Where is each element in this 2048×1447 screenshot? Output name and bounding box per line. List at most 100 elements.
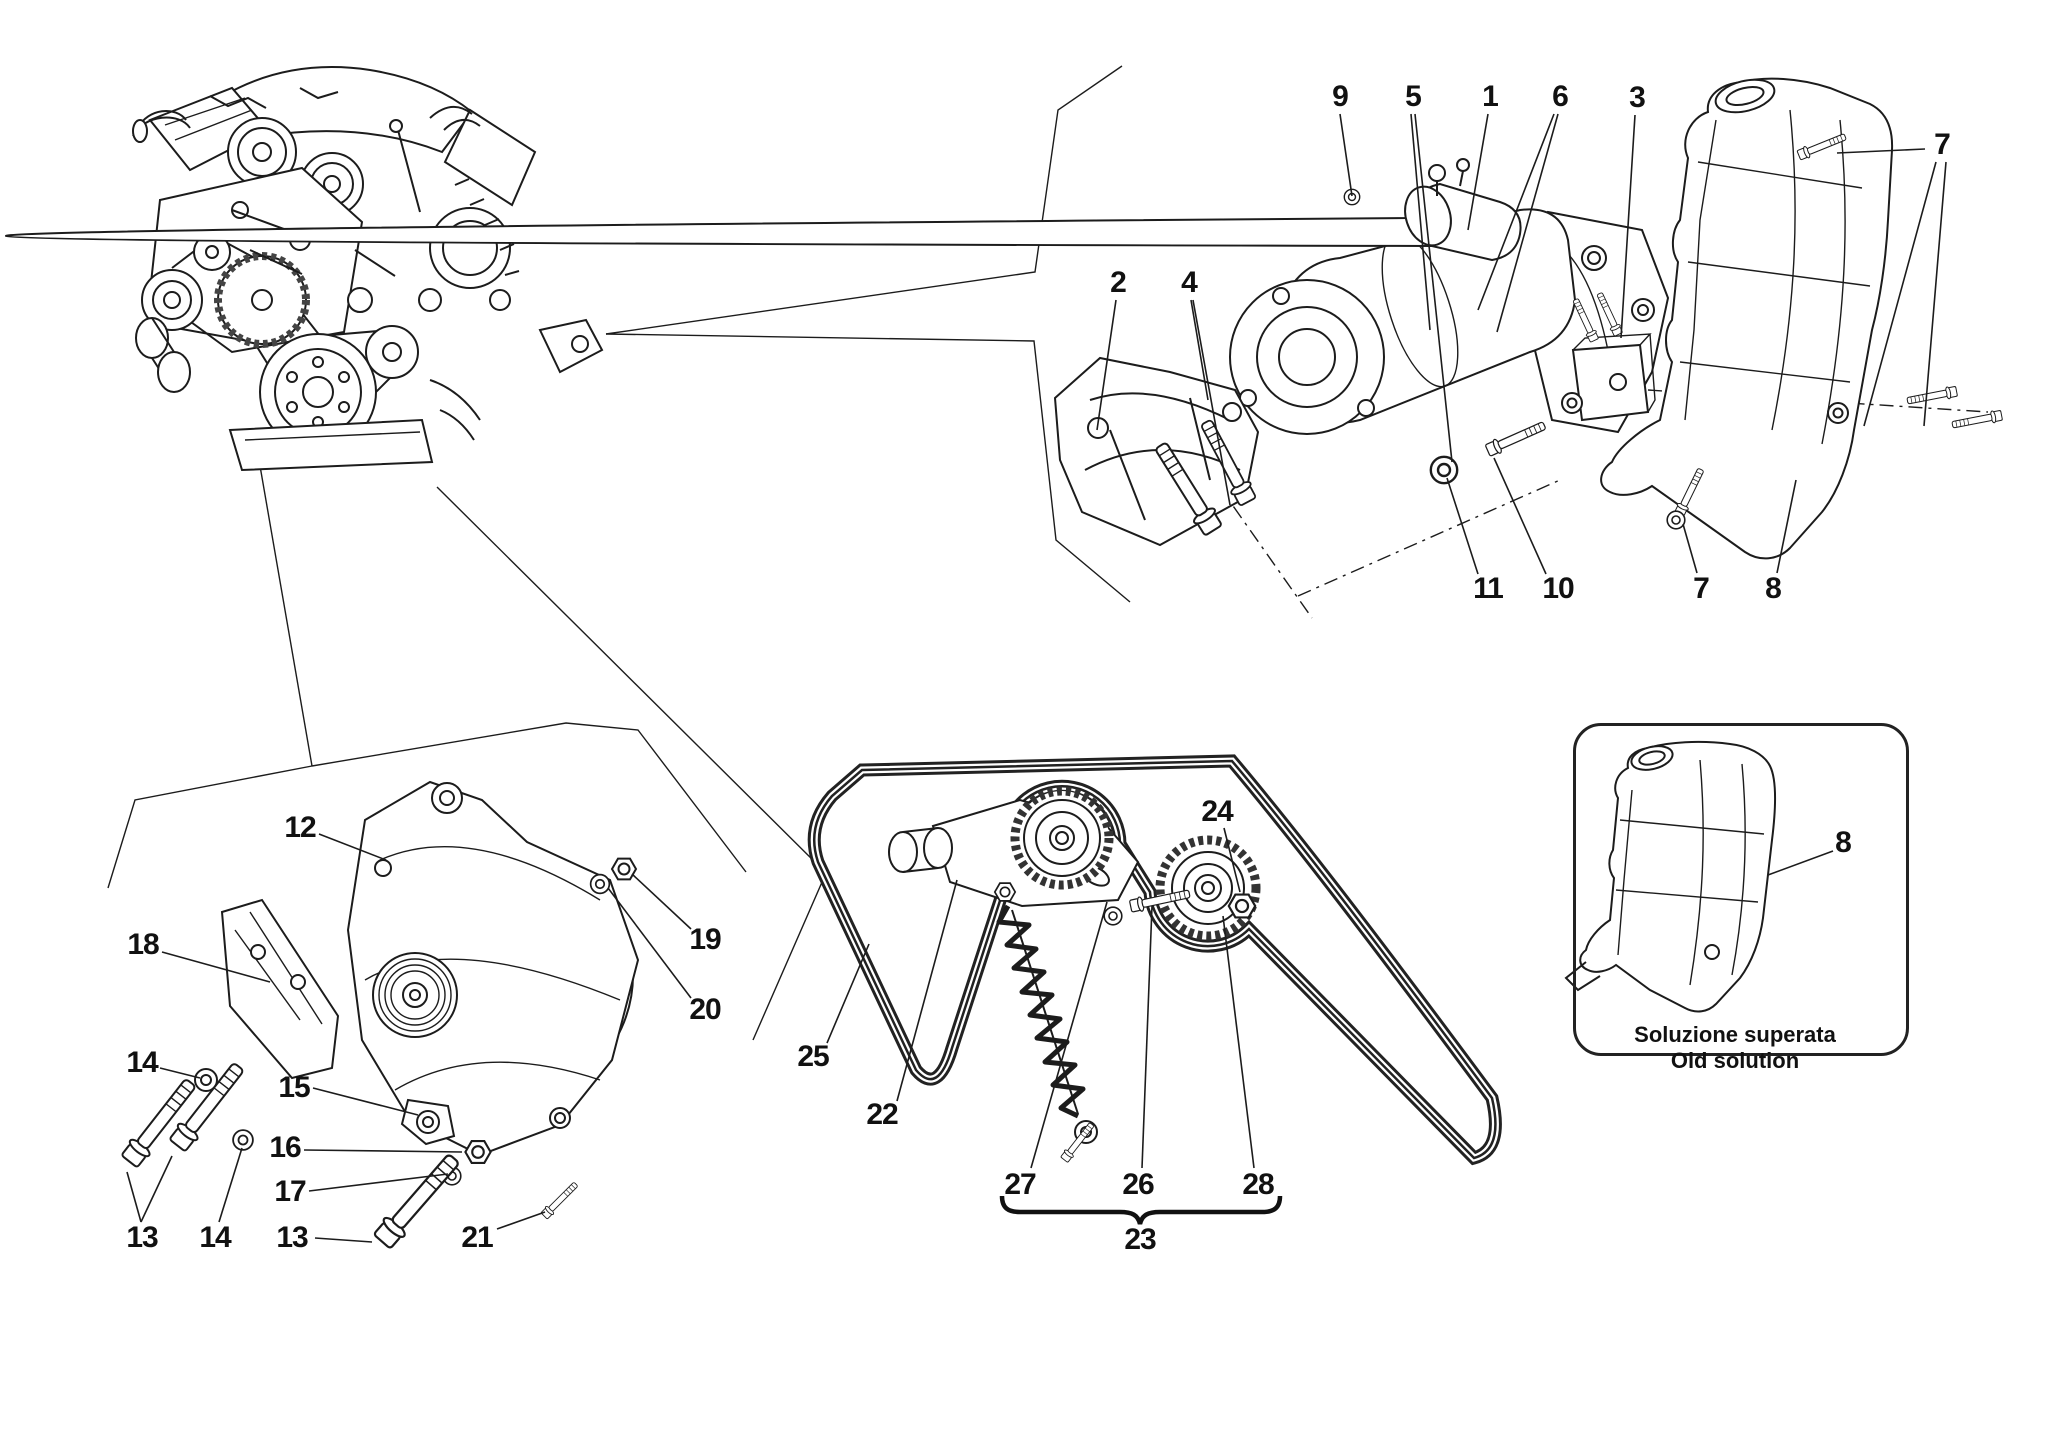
callout-2: 2 — [1110, 266, 1127, 299]
leader-13b — [314, 1237, 373, 1243]
leader-6 — [1496, 113, 1559, 333]
leader-3 — [1620, 114, 1636, 339]
leader-7t — [1836, 148, 1926, 154]
leader-7t — [1923, 161, 1947, 427]
bolt-10 — [1484, 417, 1548, 459]
leader-8b — [1776, 479, 1797, 574]
callout-22: 22 — [866, 1098, 898, 1131]
callout-7b: 7 — [1693, 572, 1710, 605]
callout-6: 6 — [1552, 80, 1569, 113]
callout-15: 15 — [278, 1071, 310, 1104]
caption-line-english: Old solution — [1670, 1047, 1800, 1073]
callout-27: 27 — [1004, 1168, 1036, 1201]
old-solution-caption: Soluzione superata Old solution — [1595, 1022, 1875, 1074]
callout-3: 3 — [1629, 81, 1646, 114]
nut-24 — [1227, 893, 1257, 919]
leader-5 — [1414, 113, 1453, 463]
serpentine-belt-25 — [807, 754, 1502, 1166]
leader-1 — [1467, 113, 1489, 231]
leader-27 — [1030, 901, 1108, 1169]
leader-24 — [1223, 827, 1241, 893]
leader-14b — [218, 1147, 243, 1223]
washer-11 — [1429, 455, 1459, 485]
callout-19: 19 — [689, 923, 721, 956]
nut-19 — [611, 857, 637, 881]
callout-18: 18 — [127, 928, 159, 961]
leader-15 — [312, 1087, 419, 1116]
leader-lines — [126, 113, 1947, 1243]
callout-9: 9 — [1332, 80, 1349, 113]
callout-28: 28 — [1242, 1168, 1274, 1201]
leader-11 — [1446, 477, 1479, 575]
brace-23 — [999, 1195, 1283, 1225]
leader-20 — [607, 887, 692, 999]
leader-17 — [308, 1173, 449, 1192]
tab-15 — [400, 1098, 456, 1146]
leader-8x — [1767, 850, 1834, 876]
idler-pulley-28 — [1103, 835, 1261, 941]
callout-21: 21 — [461, 1221, 493, 1254]
leader-14a — [159, 1067, 201, 1079]
callout-24: 24 — [1201, 795, 1233, 828]
bracket-18 — [220, 898, 340, 1080]
callout-1: 1 — [1482, 80, 1499, 113]
leader-7t — [1863, 161, 1937, 427]
leader-13a — [140, 1155, 173, 1223]
callout-8x: 8 — [1835, 826, 1852, 859]
callout-26: 26 — [1122, 1168, 1154, 1201]
leader-25 — [826, 943, 870, 1044]
leader-19 — [631, 873, 692, 930]
spacer-16 — [464, 1140, 492, 1164]
leader-4 — [1190, 299, 1209, 401]
callout-17: 17 — [274, 1175, 306, 1208]
leader-12 — [318, 833, 387, 861]
callout-14b: 14 — [199, 1221, 231, 1254]
screw-21 — [539, 1179, 581, 1221]
callout-5: 5 — [1405, 80, 1422, 113]
callout-7t: 7 — [1934, 128, 1951, 161]
leader-13a — [126, 1171, 142, 1223]
leader-9 — [1339, 113, 1353, 197]
leader-26 — [1141, 905, 1153, 1169]
belt-tensioner-assembly — [807, 754, 1502, 1225]
alternator-front-bracket — [346, 780, 640, 1157]
bolt-13 — [370, 1148, 466, 1252]
washer-27 — [1103, 906, 1123, 926]
leader-5 — [1410, 113, 1431, 331]
callout-23: 23 — [1124, 1223, 1156, 1256]
leader-4 — [1192, 299, 1231, 506]
bracket-3 — [1561, 290, 1656, 422]
leader-10 — [1493, 457, 1547, 575]
alternator-assembly — [118, 780, 640, 1252]
leader-18 — [161, 951, 271, 983]
callout-20: 20 — [689, 993, 721, 1026]
engine-illustration — [132, 66, 604, 472]
washer-20 — [589, 873, 611, 895]
leader-16 — [303, 1149, 463, 1153]
starter-motor-assembly — [5, 77, 2004, 560]
callout-11: 11 — [1473, 572, 1504, 605]
bolt-7 — [1905, 384, 1959, 408]
callout-10: 10 — [1542, 572, 1574, 605]
leader-28 — [1222, 915, 1255, 1169]
old-solution-shield — [1564, 740, 1777, 1013]
callout-8b: 8 — [1765, 572, 1782, 605]
washer-14 — [232, 1129, 254, 1151]
callout-13a: 13 — [126, 1221, 158, 1254]
leader-22 — [896, 879, 958, 1102]
old-solution-box — [1573, 723, 1909, 1056]
caption-line-italian: Soluzione superata — [1634, 1022, 1836, 1047]
tensioner-22 — [888, 786, 1140, 1164]
callout-16: 16 — [269, 1131, 301, 1164]
callout-4: 4 — [1181, 266, 1198, 299]
leader-2 — [1096, 299, 1117, 431]
bolt-7 — [1950, 408, 2004, 432]
leader-6 — [1477, 113, 1555, 311]
callout-13b: 13 — [276, 1221, 308, 1254]
heat-shield-8 — [1600, 77, 2004, 560]
callout-14a: 14 — [126, 1046, 158, 1079]
leader-7b — [1682, 523, 1698, 574]
leader-21 — [496, 1211, 546, 1230]
